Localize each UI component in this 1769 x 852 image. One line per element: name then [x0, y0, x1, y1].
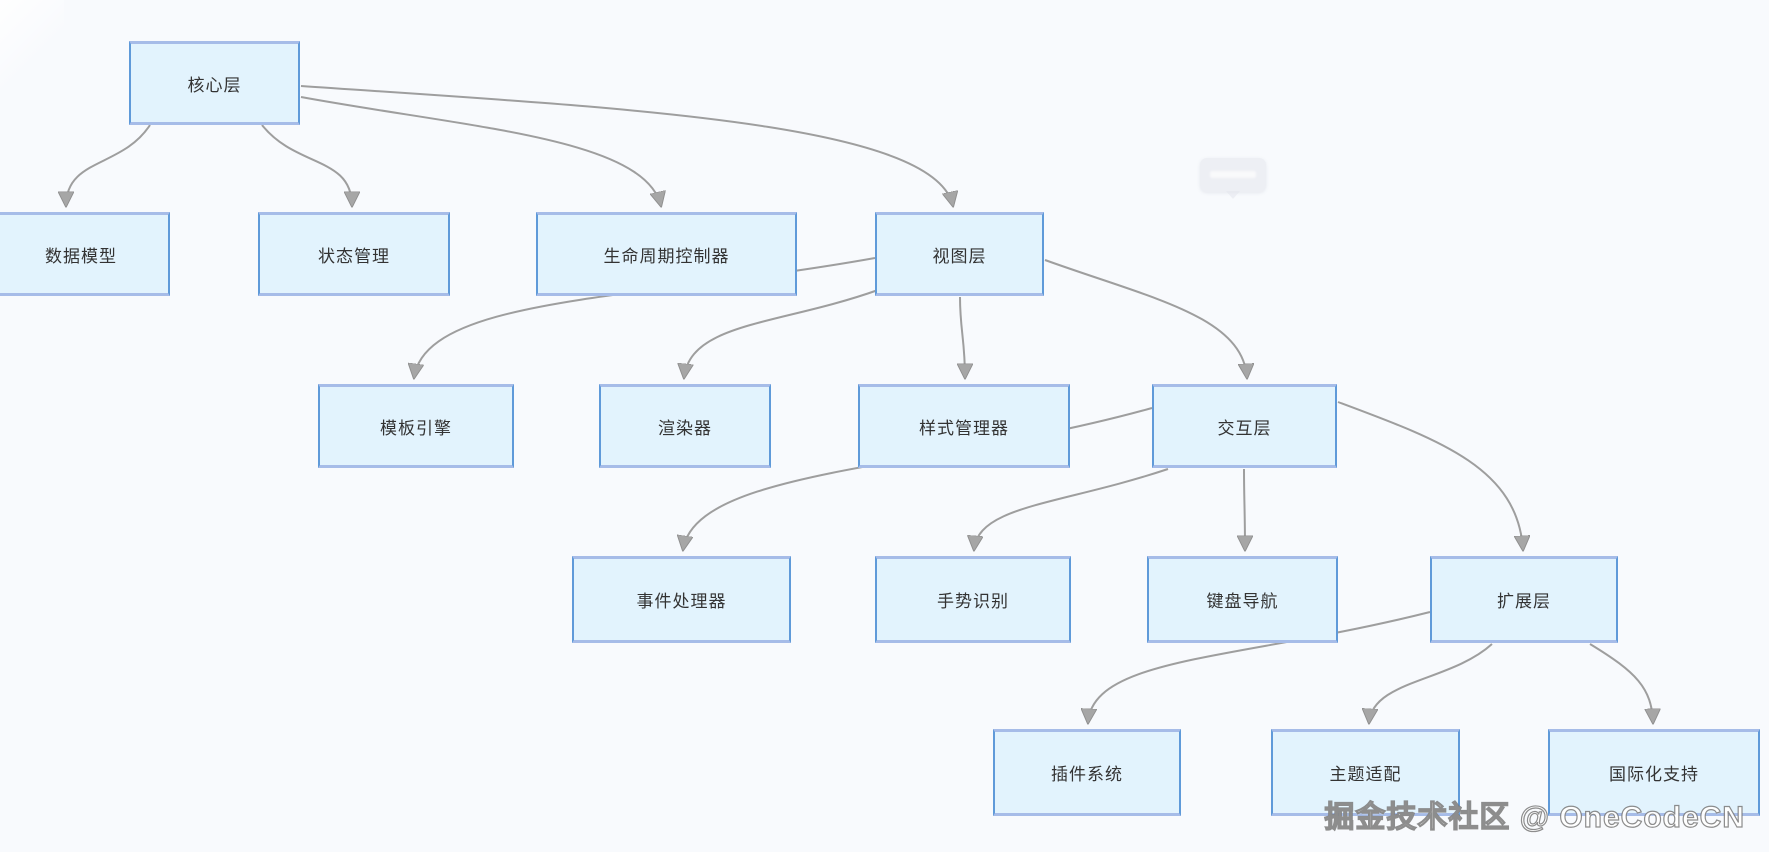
node-plugin-label: 插件系统 [1051, 765, 1123, 784]
node-lifecycle-label: 生命周期控制器 [603, 246, 730, 266]
edge-core-view [300, 85, 953, 206]
node-style-mgr-label: 样式管理器 [919, 418, 1009, 438]
node-core[interactable]: 核心层 [129, 41, 300, 125]
node-gesture[interactable]: 手势识别 [875, 556, 1071, 643]
node-core-label: 核心层 [187, 75, 242, 95]
node-extension-label: 扩展层 [1497, 592, 1551, 611]
edge-extension-i18n [1589, 643, 1653, 723]
node-keyboard-label: 键盘导航 [1206, 592, 1279, 611]
node-event[interactable]: 事件处理器 [572, 556, 791, 643]
node-event-label: 事件处理器 [636, 592, 727, 611]
edge-extension-theme [1369, 643, 1493, 723]
edge-core-data-model [66, 124, 151, 206]
node-lifecycle[interactable]: 生命周期控制器 [536, 212, 797, 296]
node-template-label: 模板引擎 [380, 418, 452, 438]
edge-view-renderer [684, 289, 879, 378]
node-view-label: 视图层 [932, 246, 987, 266]
node-theme[interactable]: 主题适配 [1271, 729, 1460, 816]
faded-tooltip-text [1210, 171, 1256, 178]
node-gesture-label: 手势识别 [937, 592, 1009, 611]
node-renderer[interactable]: 渲染器 [599, 384, 771, 468]
node-extension[interactable]: 扩展层 [1430, 556, 1618, 643]
edge-extension-plugin [1088, 611, 1431, 723]
node-interaction[interactable]: 交互层 [1152, 384, 1337, 468]
node-plugin[interactable]: 插件系统 [993, 729, 1181, 816]
edge-core-state [261, 124, 352, 206]
node-state-label: 状态管理 [318, 246, 390, 266]
node-view[interactable]: 视图层 [875, 212, 1044, 296]
node-interaction-label: 交互层 [1217, 418, 1272, 438]
edge-view-style-mgr [960, 296, 965, 378]
edge-interaction-gesture [974, 468, 1169, 550]
node-renderer-label: 渲染器 [658, 418, 712, 438]
node-data-model-label: 数据模型 [45, 246, 117, 266]
node-state[interactable]: 状态管理 [258, 212, 450, 296]
node-style-mgr[interactable]: 样式管理器 [858, 384, 1070, 468]
edge-view-interaction [1044, 259, 1247, 378]
node-i18n[interactable]: 国际化支持 [1548, 729, 1760, 816]
node-theme-label: 主题适配 [1329, 765, 1402, 784]
edge-interaction-keyboard [1244, 468, 1245, 550]
edge-core-lifecycle [300, 96, 661, 206]
edge-interaction-extension [1337, 401, 1523, 550]
node-template[interactable]: 模板引擎 [318, 384, 514, 468]
node-i18n-label: 国际化支持 [1609, 765, 1699, 784]
faded-tooltip [1200, 158, 1266, 199]
node-keyboard[interactable]: 键盘导航 [1147, 556, 1338, 643]
node-data-model[interactable]: 数据模型 [0, 212, 170, 296]
